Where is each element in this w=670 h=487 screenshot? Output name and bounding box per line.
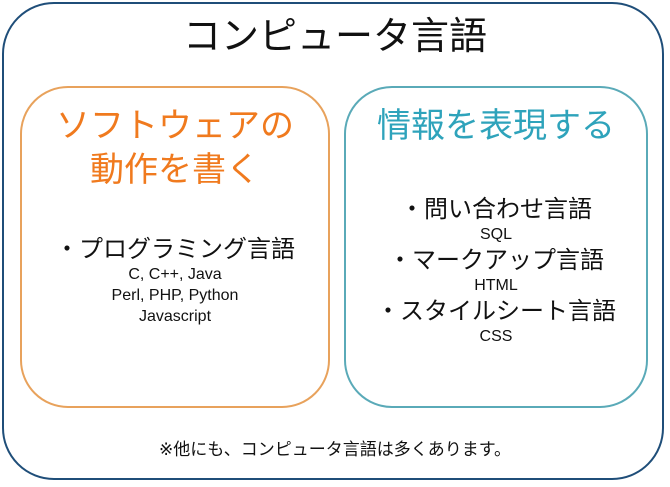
programming-language-heading: ・プログラミング言語 (55, 235, 295, 263)
representation-language-list: ・問い合わせ言語 SQL ・マークアップ言語 HTML ・スタイルシート言語 C… (346, 194, 646, 347)
query-language-heading: ・問い合わせ言語 (400, 195, 592, 223)
information-representation-box: 情報を表現する ・問い合わせ言語 SQL ・マークアップ言語 HTML ・スタイ… (344, 86, 648, 408)
programming-language-example: C, C++, Java (128, 266, 222, 283)
information-representation-title: 情報を表現する (377, 106, 615, 146)
footer-note: ※他にも、コンピュータ言語は多くあります。 (158, 440, 512, 460)
software-behavior-title-line2: 動作を書く (90, 150, 260, 190)
programming-language-section: ・プログラミング言語 C, C++, Java Perl, PHP, Pytho… (22, 234, 328, 327)
markup-language-heading: ・マークアップ言語 (388, 246, 604, 274)
software-behavior-title-line1: ソフトウェアの (56, 106, 294, 146)
markup-language-example: HTML (474, 277, 518, 294)
query-language-example: SQL (479, 226, 512, 243)
outer-frame (2, 2, 664, 480)
programming-language-example: Perl, PHP, Python (111, 287, 239, 304)
programming-language-example: Javascript (138, 308, 212, 325)
software-behavior-title: ソフトウェアの 動作を書く (22, 104, 328, 192)
stylesheet-language-example: CSS (479, 328, 513, 345)
diagram-title: コンピュータ言語 (182, 14, 487, 58)
stylesheet-language-heading: ・スタイルシート言語 (376, 297, 616, 325)
software-behavior-box: ソフトウェアの 動作を書く ・プログラミング言語 C, C++, Java Pe… (20, 86, 330, 408)
